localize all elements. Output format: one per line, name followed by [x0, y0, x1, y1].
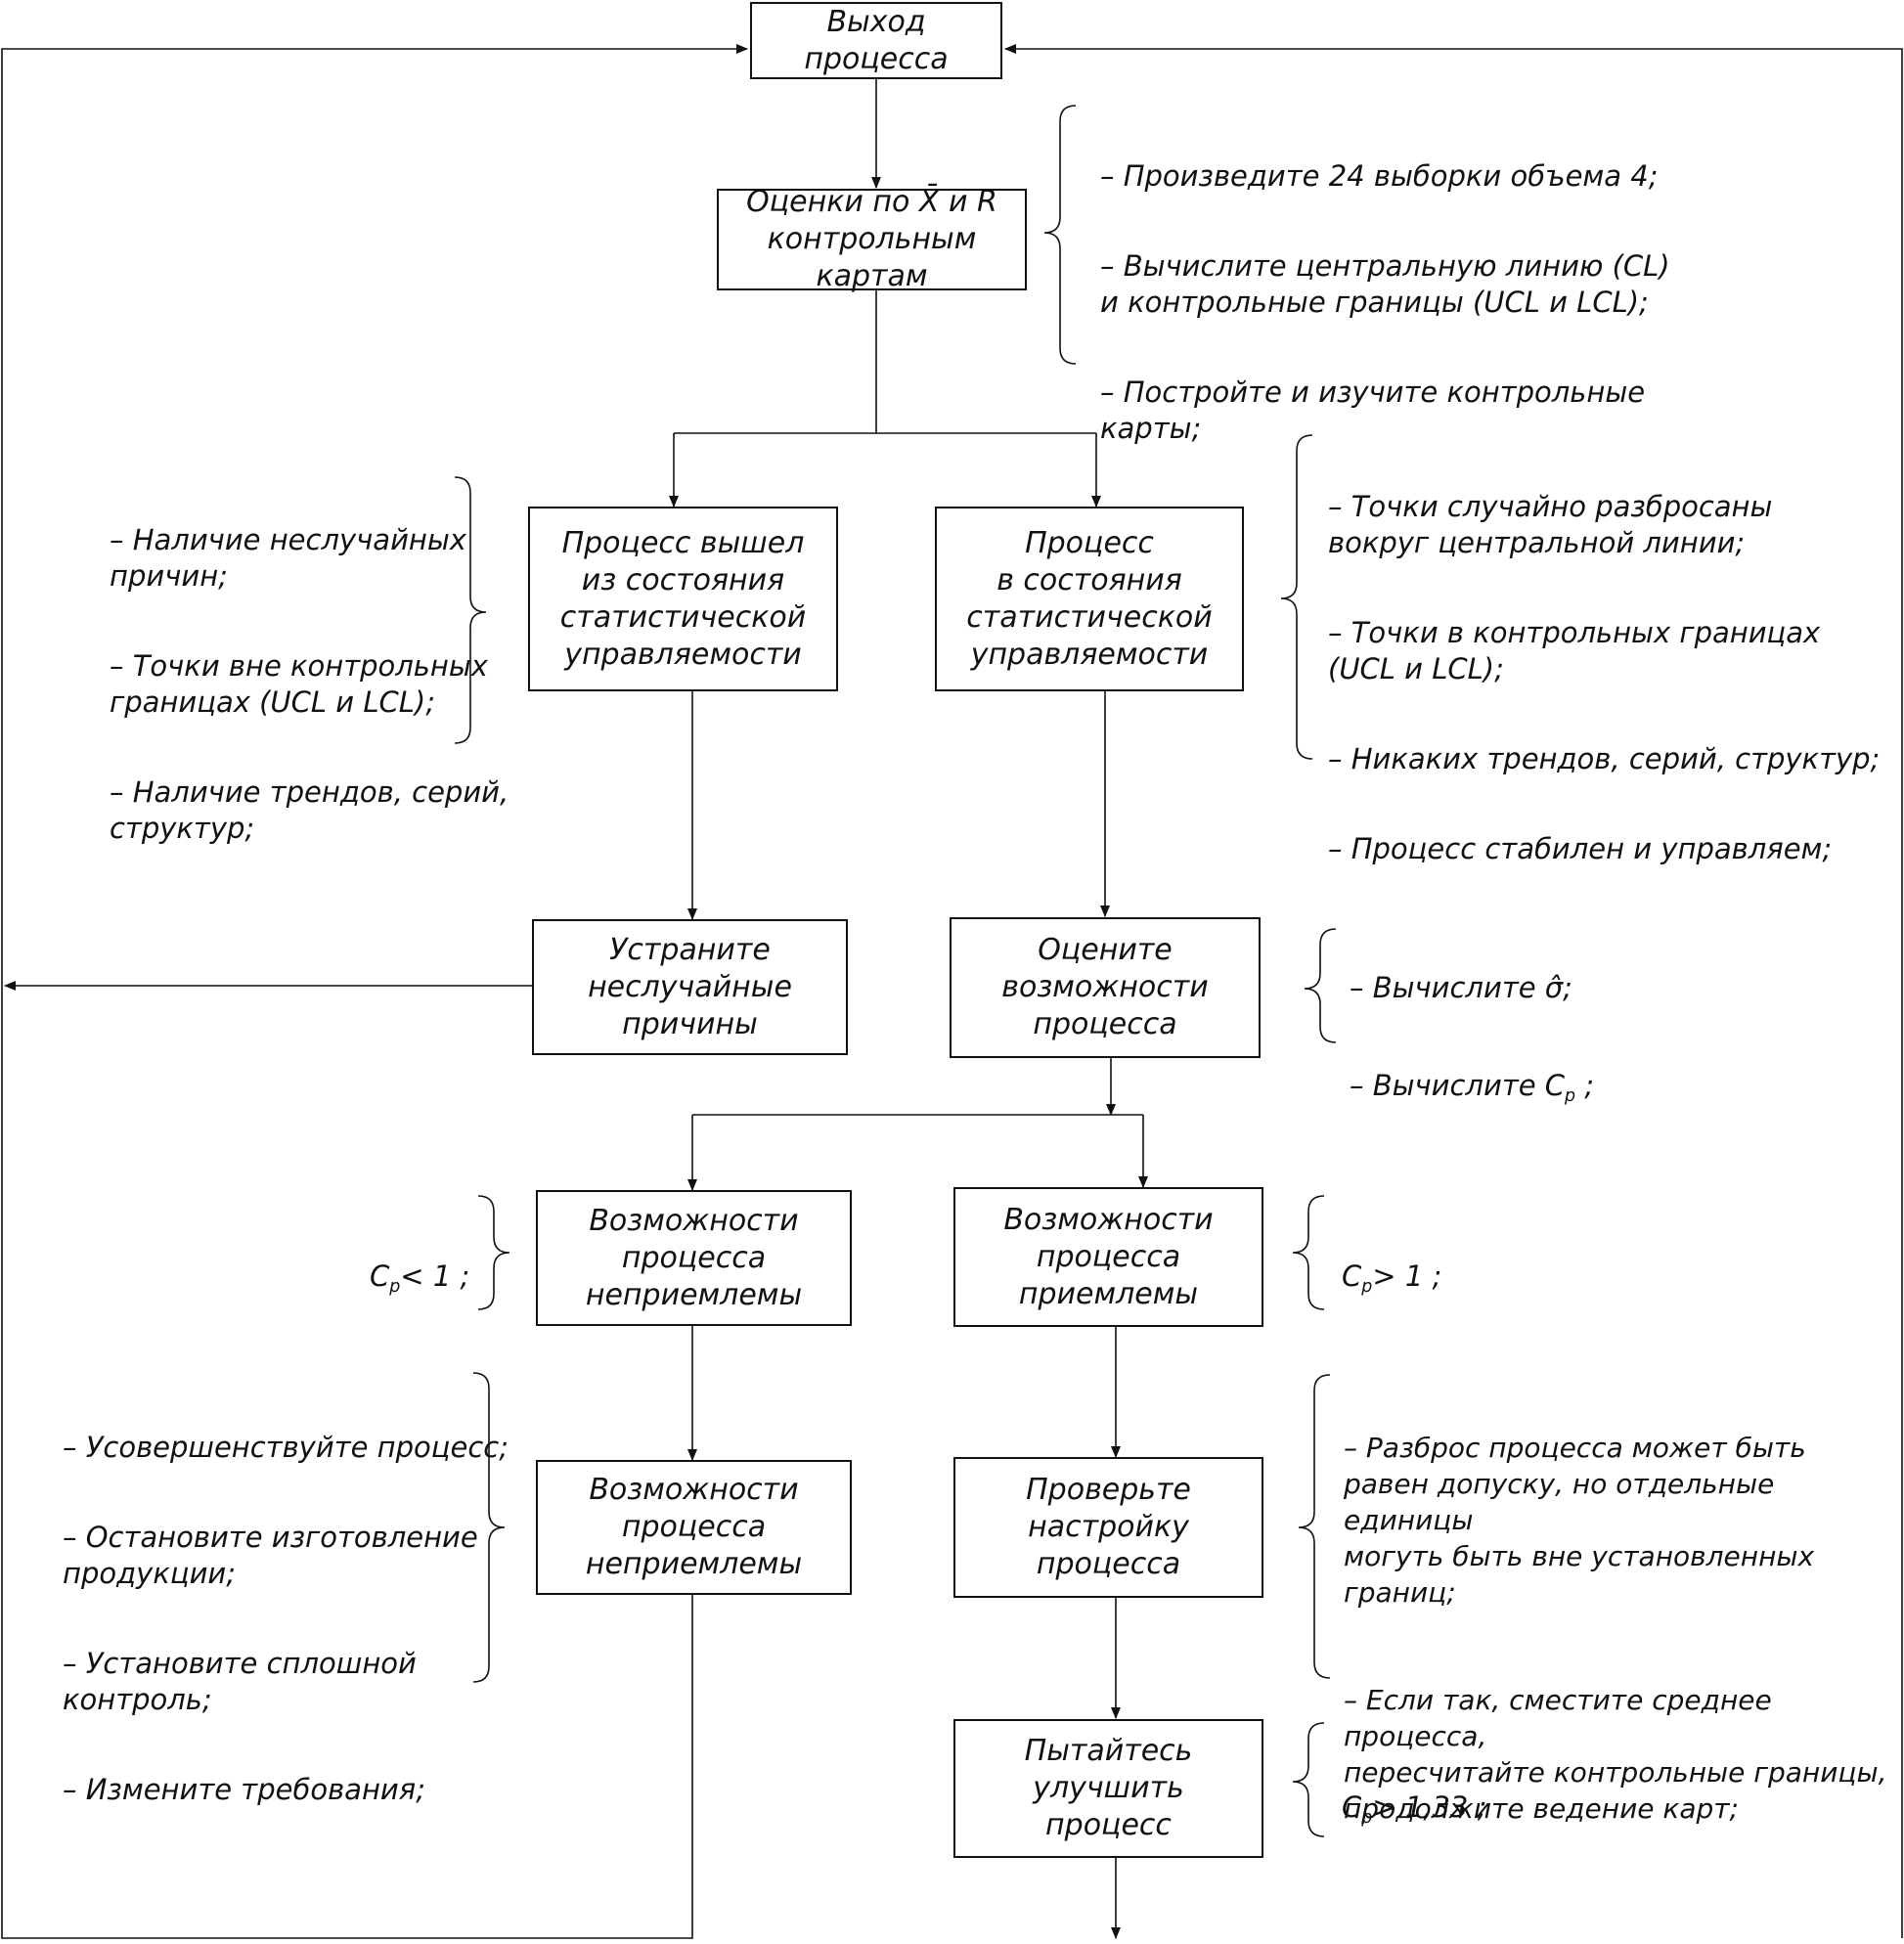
capability-unacceptable-box-2: Возможности процесса неприемлемы	[536, 1460, 852, 1595]
estimates-note-2: – Вычислите центральную линию (CL) и кон…	[1100, 249, 1670, 319]
assess-note-sigma: – Вычислите σ̂;	[1350, 971, 1572, 1004]
cp-133-c: C	[1342, 1790, 1362, 1824]
estimates-note-3: – Постройте и изучите контрольные карты;	[1100, 376, 1646, 445]
cp-greater-c: C	[1342, 1259, 1362, 1293]
brace-cp-greater	[1292, 1195, 1325, 1310]
unacceptable-action-3: – Установите сплошной контроль;	[63, 1647, 417, 1716]
capability-unacceptable-label: Возможности процесса неприемлемы	[585, 1203, 803, 1312]
feedback-loop-left	[1, 44, 748, 1939]
process-output-label: Выход процесса	[804, 4, 949, 76]
estimates-note-1: – Произведите 24 выборки объема 4;	[1100, 159, 1659, 193]
in-control-label: Процесс в состояния статистической управ…	[966, 525, 1213, 672]
cp-less-rest: < 1 ;	[400, 1259, 470, 1293]
cp-133-rest: > 1,33 ;	[1372, 1790, 1487, 1824]
setup-note-1: – Разброс процесса может быть равен допу…	[1344, 1432, 1815, 1609]
cp-less-note: Cp< 1 ;	[370, 1222, 469, 1305]
setup-note-2: – Если так, сместите среднее процесса, п…	[1344, 1684, 1887, 1825]
try-improve-box: Пытайтесь улучшить процесс	[953, 1719, 1263, 1858]
in-control-note-2: – Точки в контрольных границах (UCL и LC…	[1328, 616, 1821, 685]
brace-assess	[1304, 928, 1337, 1043]
capability-acceptable-box: Возможности процесса приемлемы	[953, 1187, 1263, 1327]
out-of-control-note-1: – Наличие неслучайных причин;	[110, 523, 466, 593]
remove-causes-label: Устраните неслучайные причины	[588, 932, 792, 1041]
chart-estimates-label: Оценки по X̄ и R контрольным картам	[746, 185, 997, 293]
brace-cp-133	[1292, 1722, 1325, 1837]
feedback-loop-right	[1004, 44, 1903, 1938]
in-control-notes: – Точки случайно разбросаны вокруг центр…	[1328, 453, 1880, 904]
out-of-control-notes: – Наличие неслучайных причин; – Точки вн…	[110, 486, 509, 883]
assess-note-cp-sub: p	[1565, 1086, 1576, 1107]
in-control-note-3: – Никаких трендов, серий, структур;	[1328, 742, 1881, 775]
assess-capability-label: Оцените возможности процесса	[1001, 933, 1209, 1041]
cp-133-sub: p	[1361, 1808, 1373, 1829]
assess-note-cp-prefix: – Вычислите C	[1350, 1069, 1566, 1102]
out-of-control-box: Процесс вышел из состояния статистическо…	[528, 507, 838, 691]
out-of-control-note-2: – Точки вне контрольных границах (UCL и …	[110, 649, 488, 719]
unacceptable-action-4: – Измените требования;	[63, 1773, 425, 1806]
capability-acceptable-label: Возможности процесса приемлемы	[1003, 1202, 1214, 1311]
assess-notes: – Вычислите σ̂; – Вычислите Cp ;	[1350, 934, 1594, 1151]
brace-setup	[1298, 1374, 1331, 1679]
process-output-box: Выход процесса	[750, 2, 1002, 79]
assess-note-cp: – Вычислите Cp ;	[1350, 1068, 1594, 1115]
in-control-note-4: – Процесс стабилен и управляем;	[1328, 832, 1833, 865]
cp-less-sub: p	[389, 1277, 401, 1298]
assess-capability-box: Оцените возможности процесса	[950, 917, 1261, 1058]
brace-unacceptable-actions	[472, 1372, 506, 1683]
brace-out-of-control	[454, 476, 487, 744]
unacceptable-actions-notes: – Усовершенствуйте процесс; – Остановите…	[63, 1393, 509, 1844]
brace-estimates	[1043, 105, 1077, 365]
estimates-notes: – Произведите 24 выборки объема 4; – Выч…	[1100, 122, 1670, 483]
cp-133-note: Cp> 1,33 ;	[1342, 1753, 1486, 1836]
out-of-control-note-3: – Наличие трендов, серий, структур;	[110, 775, 509, 845]
chart-estimates-box: Оценки по X̄ и R контрольным картам	[717, 185, 1027, 293]
brace-cp-less	[477, 1195, 510, 1310]
out-of-control-label: Процесс вышел из состояния статистическо…	[559, 525, 807, 672]
capability-unacceptable-box: Возможности процесса неприемлемы	[536, 1190, 852, 1326]
cp-greater-sub: p	[1361, 1277, 1373, 1298]
brace-in-control	[1280, 434, 1313, 760]
setup-notes: – Разброс процесса может быть равен допу…	[1344, 1393, 1904, 1863]
cp-less-c: C	[370, 1259, 390, 1293]
in-control-note-1: – Точки случайно разбросаны вокруг центр…	[1328, 490, 1773, 559]
assess-note-cp-suffix: ;	[1575, 1069, 1595, 1102]
unacceptable-action-2: – Остановите изготовление продукции;	[63, 1521, 478, 1590]
capability-unacceptable-label-2: Возможности процесса неприемлемы	[585, 1473, 803, 1581]
cp-greater-note: Cp> 1 ;	[1342, 1222, 1441, 1305]
in-control-box: Процесс в состояния статистической управ…	[935, 507, 1244, 691]
cp-greater-rest: > 1 ;	[1372, 1259, 1442, 1293]
try-improve-label: Пытайтесь улучшить процесс	[1024, 1734, 1193, 1842]
unacceptable-action-1: – Усовершенствуйте процесс;	[63, 1431, 509, 1464]
check-setup-label: Проверьте настройку процесса	[1026, 1473, 1191, 1581]
remove-causes-box: Устраните неслучайные причины	[532, 919, 848, 1055]
check-setup-box: Проверьте настройку процесса	[953, 1457, 1263, 1598]
